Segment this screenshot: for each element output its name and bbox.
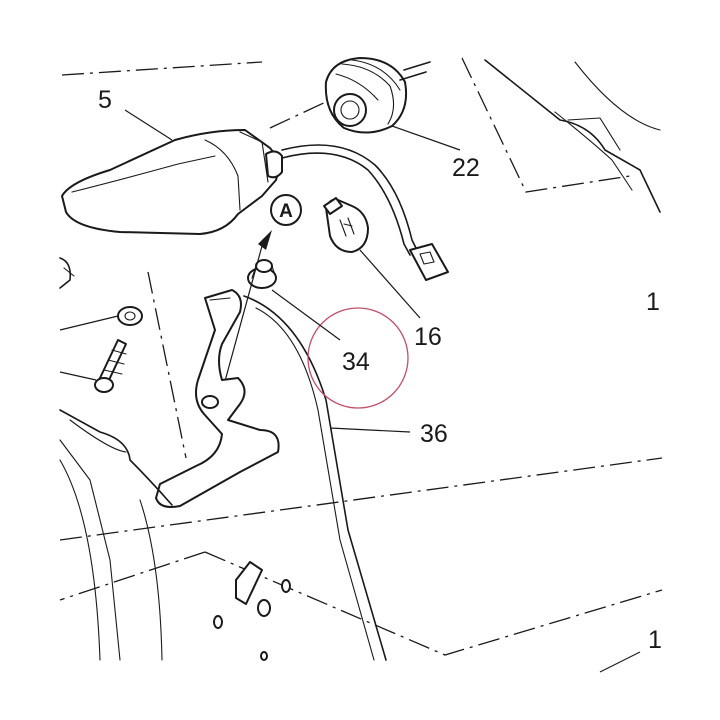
callout-16: 16 [414, 323, 442, 351]
callout-1-lower: 1 [648, 626, 662, 654]
view-marker-letter: A [279, 201, 293, 222]
bracket [155, 289, 280, 508]
leader-lines [124, 109, 641, 673]
signal-wire [281, 144, 419, 256]
view-marker: A [221, 194, 302, 393]
main-panel [59, 295, 387, 661]
clip-left [59, 257, 75, 289]
screw-left [59, 339, 127, 393]
highlight-circle [307, 307, 409, 409]
fairing-right [484, 59, 661, 213]
callout-5: 5 [98, 86, 112, 114]
wire-connector [409, 243, 449, 281]
callout-34: 34 [342, 348, 370, 376]
grommet [324, 57, 431, 134]
washer-left [59, 306, 143, 331]
callout-1-upper: 1 [646, 288, 660, 316]
panel-details [213, 561, 291, 661]
turn-signal-body [61, 129, 283, 235]
bulb [323, 197, 369, 253]
callout-22: 22 [452, 154, 480, 182]
callout-36: 36 [420, 420, 448, 448]
